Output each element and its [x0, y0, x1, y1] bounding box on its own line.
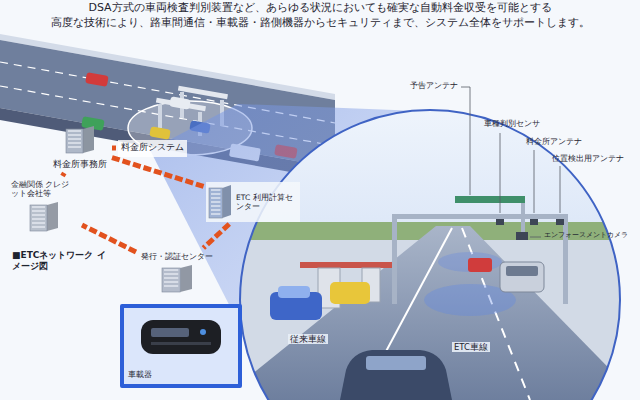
lane-label: 従来車線 [288, 334, 328, 344]
node-label: 料金所事務所 [53, 159, 107, 169]
node-label: 発行・認証センター [141, 252, 213, 261]
building-icon [65, 126, 95, 154]
leader-lines [461, 87, 560, 237]
camera-label: エンフォースメントカメラ [544, 231, 628, 240]
onboard-unit-box: 車載器 [120, 304, 242, 388]
antenna-label: 位置検出用アンテナ [552, 154, 624, 164]
node-label: 金融関係 クレジット会社等 [11, 180, 77, 198]
toll-system-label: 料金所システム [118, 140, 187, 157]
lane-label: ETC車線 [452, 342, 490, 352]
sensor-label: 車種判別センサ [484, 119, 540, 129]
node-label: ETC 利用計算センター [236, 193, 298, 211]
node-label: 料金所システム [121, 142, 184, 152]
toll-office: 料金所事務所 [50, 124, 110, 171]
network-link [203, 224, 229, 248]
network-caption: ■ETCネットワーク イメージ図 [12, 250, 106, 272]
network-link [82, 225, 136, 252]
zoom-circle-outline [240, 110, 620, 400]
building-icon [208, 185, 232, 219]
intro-text: DSA方式の車両検査判別装置など、あらゆる状況においても確実な自動料金収受を可能… [88, 1, 551, 14]
etc-lane-scene [220, 196, 640, 400]
onboard-unit-icon [137, 312, 225, 358]
etc-center: ETC 利用計算センター [206, 182, 300, 222]
network-link [62, 173, 64, 176]
finance-office: 金融関係 クレジット会社等 [8, 178, 80, 234]
antenna-label: 料金所アンテナ [526, 137, 582, 147]
building-icon [29, 202, 59, 232]
building-icon [161, 265, 193, 293]
node-label: 車載器 [128, 370, 152, 380]
issuing-center: 発行・認証センター [138, 250, 216, 295]
network-link [112, 158, 204, 187]
antenna-label: 予告アンテナ [410, 81, 458, 91]
intro-text: 高度な技術により、路車間通信・車載器・路側機器からセキュリティまで、システム全体… [51, 16, 590, 29]
network-link [112, 145, 116, 150]
